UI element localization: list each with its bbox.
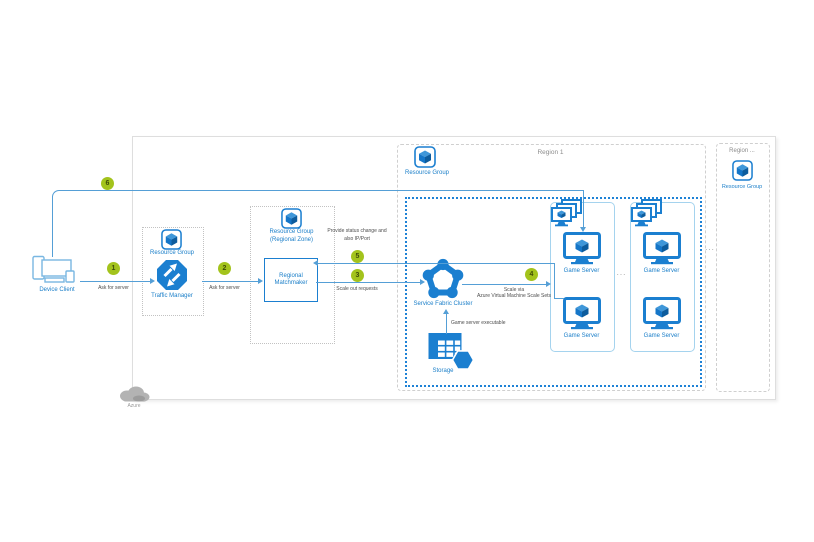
storage-icon — [428, 333, 475, 370]
arrowhead-to-gameserver — [580, 227, 586, 232]
region-n-resource-group-label: Resource Group — [721, 184, 763, 190]
line-gameservers-to-matchmaker — [318, 263, 554, 264]
vm-scale-set-icon — [631, 199, 662, 227]
line-device-up — [52, 196, 53, 257]
storage-arrow-label: Game server executable — [451, 320, 506, 326]
arrowhead-to-matchmaker — [258, 278, 263, 284]
game-server-icon — [563, 297, 601, 330]
device-client-label: Device Client — [39, 287, 75, 293]
regional-matchmaker-label-line1: Regional — [279, 272, 303, 279]
service-fabric-cluster-icon — [422, 258, 464, 299]
step-4-label-line1: Scale via — [503, 287, 525, 293]
regional-matchmaker-label-line2: Matchmaker — [274, 280, 308, 286]
line-storage-to-cluster — [446, 314, 447, 334]
game-server-icon — [563, 232, 601, 265]
step-4-label-line2: Azure Virtual Machine Scale Sets — [476, 293, 552, 299]
resource-group-traffic-manager — [142, 227, 204, 316]
resource-group-icon — [161, 229, 182, 250]
step-1-label: Ask for server — [98, 285, 129, 291]
region-n-box — [716, 143, 770, 392]
server-groups-ellipsis: ... — [616, 268, 627, 277]
step-3-label: Scale out requests — [336, 286, 378, 292]
arrowhead-to-trafficmanager — [150, 278, 155, 284]
arrowhead-to-cluster-from-storage — [443, 309, 449, 314]
arrowhead-to-gameservers — [546, 281, 551, 287]
azure-cloud-label: Azure — [127, 403, 141, 409]
region-1-label: Region 1 — [537, 149, 564, 156]
regional-zone-group-sublabel: (Regional Zone) — [269, 237, 314, 243]
resource-group-regional-zone — [250, 206, 335, 344]
line-device-to-trafficmanager — [80, 281, 150, 282]
line-gameserver-bracket-elbow — [554, 298, 564, 299]
service-fabric-cluster-boundary — [405, 197, 702, 387]
step-circle-2: 2 — [218, 262, 231, 275]
service-fabric-cluster-label: Service Fabric Cluster — [413, 301, 473, 307]
resource-group-icon — [732, 160, 753, 181]
traffic-manager-icon — [157, 260, 187, 290]
game-server-label: Game Server — [563, 333, 600, 339]
line-trafficmanager-to-matchmaker — [202, 281, 258, 282]
line-cluster-to-gameservers — [462, 284, 546, 285]
step-5-label-line1: Provide status change and — [327, 228, 387, 234]
resource-group-label: Resource Group — [149, 250, 195, 256]
step-5-label-line2: also IP/Port — [344, 236, 370, 242]
arrowhead-to-matchmaker-status — [313, 260, 318, 266]
line-matchmaker-to-cluster — [316, 282, 420, 283]
game-server-icon — [643, 232, 681, 265]
resource-group-icon — [414, 146, 436, 168]
regional-matchmaker-box: Regional Matchmaker — [264, 258, 318, 302]
storage-label: Storage — [432, 368, 454, 374]
resource-group-icon — [281, 208, 302, 229]
game-server-label: Game Server — [643, 268, 680, 274]
line-down-to-gameserver — [583, 190, 584, 227]
region-1-resource-group-label: Resource Group — [404, 170, 450, 176]
device-client-icon — [32, 255, 75, 283]
game-server-label: Game Server — [563, 268, 600, 274]
step-circle-6: 6 — [101, 177, 114, 190]
arrowhead-to-cluster — [420, 279, 425, 285]
game-server-icon — [643, 297, 681, 330]
line-device-corner — [52, 190, 60, 198]
step-circle-1: 1 — [107, 262, 120, 275]
region-1-box — [397, 144, 706, 391]
azure-cloud-icon — [120, 386, 150, 402]
step-2-label: Ask for server — [209, 285, 240, 291]
regions-ellipsis: ... — [705, 243, 715, 252]
step-circle-4: 4 — [525, 268, 538, 281]
step-circle-3: 3 — [351, 269, 364, 282]
line-gameserver-bracket-vertical — [554, 263, 555, 299]
traffic-manager-label: Traffic Manager — [151, 293, 193, 299]
game-server-label: Game Server — [643, 333, 680, 339]
step-circle-5: 5 — [351, 250, 364, 263]
line-device-to-gameserver — [59, 190, 583, 191]
regional-zone-group-label: Resource Group — [269, 229, 314, 235]
vm-scale-set-icon — [551, 199, 582, 227]
region-n-label: Region ... — [729, 148, 755, 154]
